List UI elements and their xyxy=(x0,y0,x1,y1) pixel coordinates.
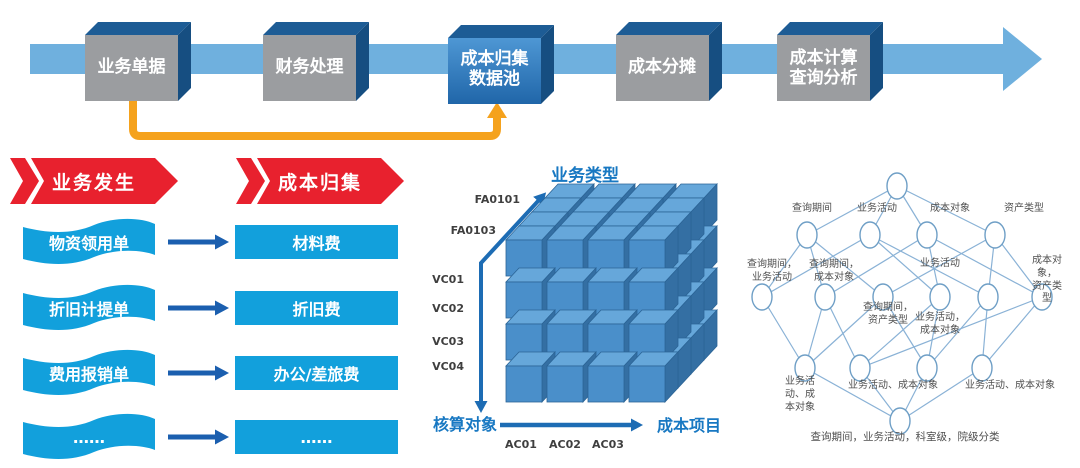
target-bars xyxy=(235,225,398,454)
cube-3d-array xyxy=(505,182,718,404)
network-lattice xyxy=(751,172,1053,435)
mapping-arrows xyxy=(168,234,229,445)
source-flags xyxy=(23,218,155,459)
banner-business-occur xyxy=(10,158,178,204)
banner-cost-collect xyxy=(236,158,404,204)
cube-axes xyxy=(474,192,643,432)
orange-connector xyxy=(129,101,507,140)
flow-step-boxes xyxy=(85,22,883,104)
